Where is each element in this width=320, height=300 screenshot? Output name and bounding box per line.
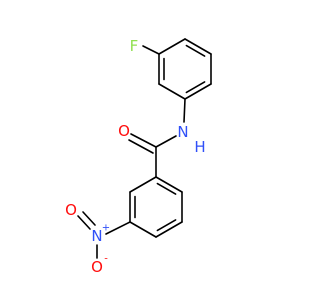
- lower-ring-bond-0: [155, 176, 183, 193]
- atom-labels-layer: F N H O N + O O -: [65, 37, 206, 276]
- bond-nitro-n-o-double-b: [82, 211, 96, 226]
- upper-ring-bond-5: [158, 38, 186, 55]
- upper-ring-double-0: [185, 44, 206, 57]
- upper-ring-bond-3: [158, 83, 186, 100]
- bond-ring-n: [183, 98, 186, 123]
- bond-c-f: [142, 45, 160, 55]
- bond-c-o-outer: [130, 133, 157, 148]
- molecule-canvas: F N H O N + O O -: [65, 37, 212, 276]
- atom-label-amide-nitrogen: N: [177, 123, 188, 141]
- bond-n-carbonyl-c: [155, 135, 177, 148]
- atom-label-carbonyl-oxygen: O: [118, 122, 130, 140]
- bond-c-o-inner: [128, 139, 154, 154]
- atom-label-fluorine: F: [130, 37, 139, 55]
- upper-ring-double-2: [185, 81, 206, 94]
- bond-nitro-n-o-double-a: [77, 215, 91, 230]
- atom-label-nitro-oxygen-single: O: [91, 258, 103, 276]
- upper-ring-bond-2: [184, 83, 212, 100]
- charge-label-nitro-nitrogen: +: [102, 223, 110, 234]
- lower-ring-bond-5: [129, 176, 157, 193]
- atom-label-nitro-nitrogen: N: [91, 227, 102, 245]
- lower-ring-double-0: [156, 182, 177, 195]
- charge-label-nitro-oxygen: -: [104, 254, 108, 265]
- bond-ring-nitro-n: [105, 221, 131, 235]
- structure-diagram: F N H O N + O O -: [65, 37, 212, 276]
- bonds-layer: [77, 38, 212, 259]
- lower-ring-bond-3: [129, 221, 157, 238]
- atom-label-amide-hydrogen: H: [194, 138, 205, 156]
- lower-ring-double-2: [156, 219, 177, 232]
- upper-ring-bond-0: [184, 38, 212, 55]
- atom-label-nitro-oxygen-double: O: [65, 201, 77, 219]
- lower-ring-bond-2: [155, 221, 183, 238]
